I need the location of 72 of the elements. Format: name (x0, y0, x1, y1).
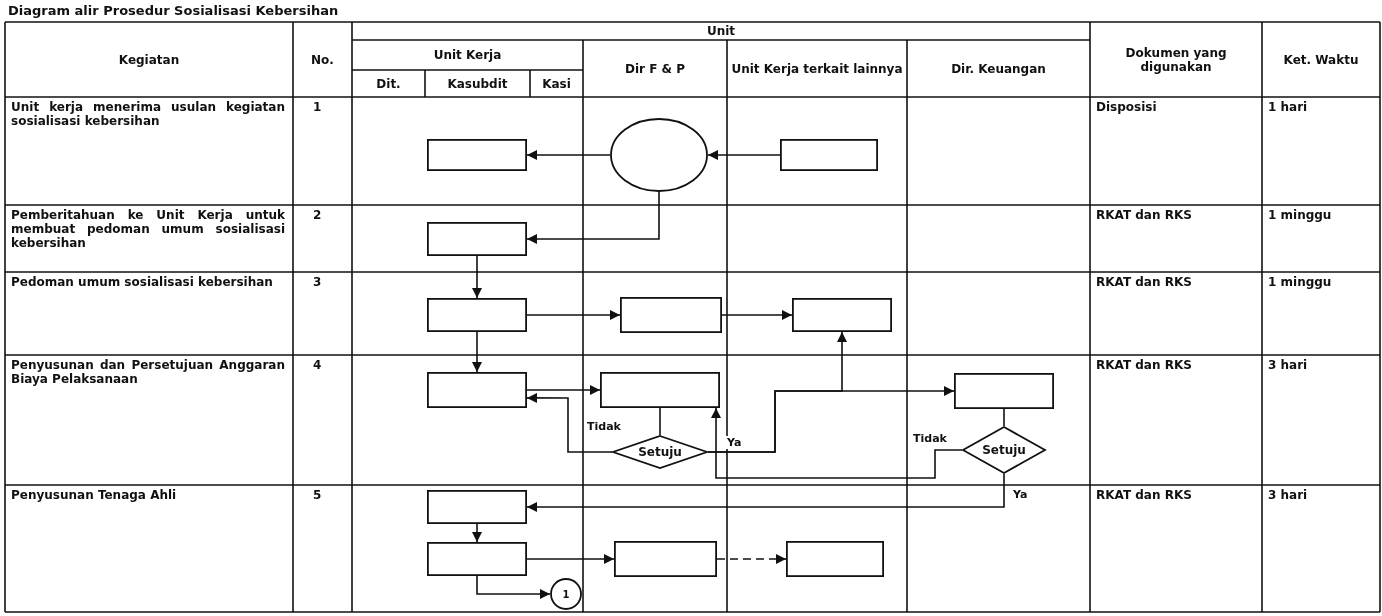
arrow (526, 554, 615, 564)
connector-circle: 1 (550, 578, 582, 610)
step-number: 4 (313, 358, 322, 372)
column-header: Ket. Waktu (1283, 52, 1359, 67)
arrow (707, 386, 955, 453)
time-text: 1 minggu (1268, 275, 1332, 289)
arrow (526, 191, 660, 244)
arrow (526, 310, 621, 320)
document-text: RKAT dan RKS (1096, 358, 1192, 372)
process-box (427, 222, 527, 256)
connector-line (1003, 408, 1005, 427)
arrow (526, 150, 611, 160)
process-box (427, 298, 527, 332)
activity-text: Pemberitahuan ke Unit Kerja untuk membuat pedoman umum sosialisasi kebersihan (11, 208, 285, 250)
step-number: 3 (313, 275, 322, 289)
arrow (476, 575, 551, 599)
column-header: Kegiatan (118, 52, 180, 67)
column-header: Kasubdit (447, 76, 508, 91)
step-number: 2 (313, 208, 322, 222)
column-header: No. (311, 52, 334, 67)
document-text: RKAT dan RKS (1096, 488, 1192, 502)
column-header: Dit. (376, 76, 401, 91)
arrow (716, 554, 787, 564)
process-box (600, 372, 720, 408)
arrow (711, 407, 963, 479)
step-number: 1 (313, 100, 322, 114)
document-text: RKAT dan RKS (1096, 275, 1192, 289)
column-header: Dir. Keuangan (951, 61, 1046, 76)
arrow (472, 331, 482, 373)
arrow (472, 255, 482, 299)
column-header: Unit (706, 24, 736, 38)
step-number: 5 (313, 488, 322, 502)
edge-label: Ya (1012, 488, 1029, 501)
process-box (427, 372, 527, 408)
process-box (614, 541, 717, 577)
edge-label: Tidak (912, 432, 948, 445)
activity-text: Penyusunan dan Persetujuan Anggaran Biaya Pelaksanaan (11, 358, 285, 386)
process-box (792, 298, 892, 332)
arrow (721, 310, 793, 320)
column-header: Dokumen yang digunakan (1124, 45, 1228, 74)
process-box (620, 297, 722, 333)
process-box (427, 490, 527, 524)
activity-text: Pedoman umum sosialisasi kebersihan (11, 275, 274, 289)
time-text: 1 hari (1268, 100, 1308, 114)
process-box (954, 373, 1054, 409)
process-box (427, 542, 527, 576)
document-text: Disposisi (1096, 100, 1157, 114)
column-header: Unit Kerja terkait lainnya (731, 61, 903, 76)
arrow (526, 473, 1005, 512)
arrow (707, 150, 781, 160)
edge-label: Tidak (586, 420, 622, 433)
activity-text: Penyusunan Tenaga Ahli (11, 488, 178, 502)
column-header: Unit Kerja (433, 48, 502, 62)
arrow (526, 392, 613, 453)
time-text: 3 hari (1268, 358, 1308, 372)
connector-line (659, 407, 661, 436)
edge-label: Ya (726, 436, 743, 449)
decision-diamond: Setuju (962, 426, 1046, 474)
time-text: 1 minggu (1268, 208, 1332, 222)
column-header: Kasi (542, 76, 571, 91)
column-header: Dir F & P (625, 61, 685, 76)
arrow (472, 523, 482, 543)
diagram-title: Diagram alir Prosedur Sosialisasi Kebersihan (8, 3, 339, 18)
activity-text: Unit kerja menerima usulan kegiatan sosialisasi kebersihan (11, 100, 285, 128)
process-box (786, 541, 884, 577)
document-text: RKAT dan RKS (1096, 208, 1192, 222)
decision-diamond: Setuju (612, 435, 708, 469)
start-ellipse (610, 118, 708, 192)
process-box (427, 139, 527, 171)
arrow (526, 385, 601, 395)
process-box (780, 139, 878, 171)
time-text: 3 hari (1268, 488, 1308, 502)
